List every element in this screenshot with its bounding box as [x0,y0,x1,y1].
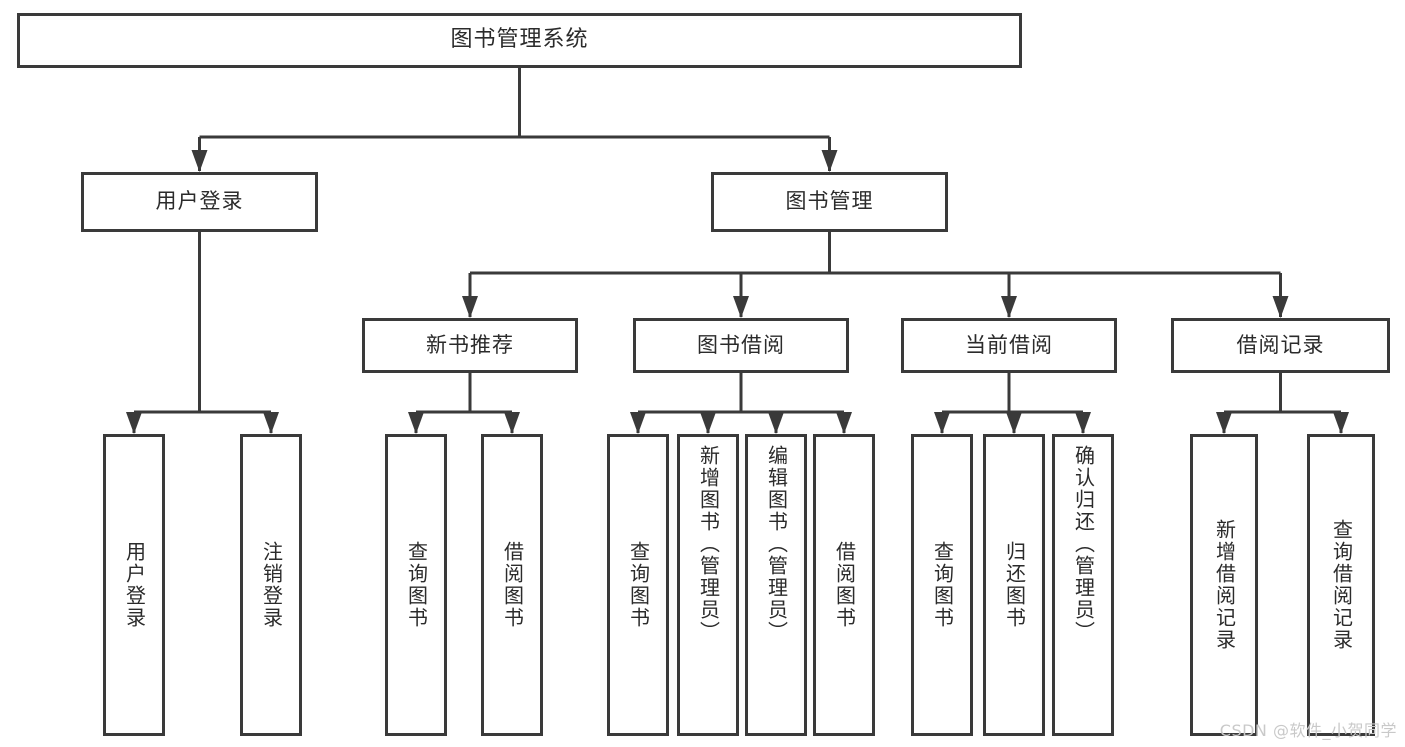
node-box-l_nb_query[interactable]: 查询图书 [385,434,447,736]
arrow-head [1001,296,1017,318]
node-label-l_nb_borrow: 借阅图书 [500,541,525,629]
node-label-login: 用户登录 [155,189,244,214]
node-label-l_nb_query: 查询图书 [404,541,429,629]
node-label-records: 借阅记录 [1236,332,1325,357]
node-label-l_bb_query: 查询图书 [626,541,651,629]
node-label-l_bb_borrow: 借阅图书 [832,541,857,629]
node-label-l_cb_return: 归还图书 [1002,541,1027,629]
node-box-l_bb_edit[interactable]: 编辑图书（管理员） [745,434,807,736]
node-label-l_logout: 注销登录 [259,541,284,629]
node-box-l_cb_confirm[interactable]: 确认归还（管理员） [1052,434,1114,736]
arrow-head [504,412,520,434]
node-box-records[interactable]: 借阅记录 [1171,318,1390,373]
node-box-l_logout[interactable]: 注销登录 [240,434,302,736]
arrow-head [821,150,838,172]
node-label-l_cb_confirm: 确认归还（管理员） [1071,445,1096,643]
arrow-head [191,150,208,172]
arrow-head [1333,412,1349,434]
node-label-l_rc_query: 查询借阅记录 [1329,519,1354,651]
node-label-l_userlogin: 用户登录 [122,541,147,629]
arrow-head [126,412,142,434]
node-box-l_cb_return[interactable]: 归还图书 [983,434,1045,736]
arrow-head [630,412,646,434]
node-label-l_bb_edit: 编辑图书（管理员） [764,445,789,643]
arrow-head [1006,412,1022,434]
arrow-head [1272,296,1289,318]
arrow-head [768,412,784,434]
node-label-l_bb_add: 新增图书（管理员） [696,445,721,643]
arrow-head [462,296,478,318]
arrow-head [1075,412,1091,434]
node-box-current[interactable]: 当前借阅 [901,318,1117,373]
node-label-l_cb_query: 查询图书 [930,541,955,629]
node-box-l_userlogin[interactable]: 用户登录 [103,434,165,736]
node-box-l_nb_borrow[interactable]: 借阅图书 [481,434,543,736]
arrow-head [700,412,716,434]
node-box-root[interactable]: 图书管理系统 [17,13,1022,68]
node-box-l_rc_query[interactable]: 查询借阅记录 [1307,434,1375,736]
arrow-head [733,296,749,318]
node-box-l_cb_query[interactable]: 查询图书 [911,434,973,736]
node-box-l_bb_add[interactable]: 新增图书（管理员） [677,434,739,736]
node-box-bookmgmt[interactable]: 图书管理 [711,172,948,232]
node-box-l_bb_query[interactable]: 查询图书 [607,434,669,736]
arrow-head [934,412,950,434]
node-label-bookmgmt: 图书管理 [785,189,874,214]
node-label-l_rc_add: 新增借阅记录 [1212,519,1237,651]
arrow-head [408,412,424,434]
node-box-borrow[interactable]: 图书借阅 [633,318,849,373]
node-box-l_bb_borrow[interactable]: 借阅图书 [813,434,875,736]
node-label-current: 当前借阅 [965,332,1053,357]
node-box-newbook[interactable]: 新书推荐 [362,318,578,373]
node-label-root: 图书管理系统 [450,27,589,53]
node-box-l_rc_add[interactable]: 新增借阅记录 [1190,434,1258,736]
node-box-login[interactable]: 用户登录 [81,172,318,232]
node-label-newbook: 新书推荐 [426,332,514,357]
node-label-borrow: 图书借阅 [697,332,785,357]
arrow-head [263,412,279,434]
arrow-head [836,412,852,434]
arrow-head [1216,412,1232,434]
